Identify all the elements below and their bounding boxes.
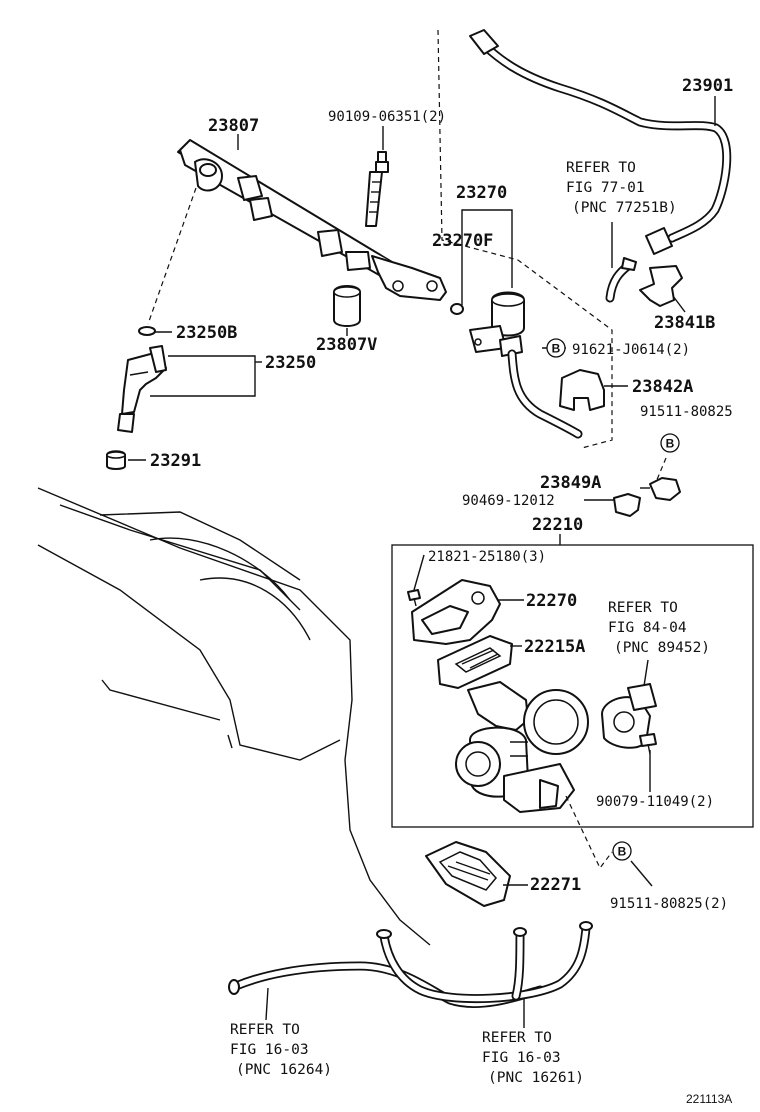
throttle-body-box bbox=[391, 544, 754, 828]
engine-outline bbox=[37, 487, 431, 946]
label-90109: 90109-06351(2) bbox=[328, 109, 446, 125]
vsv-frame bbox=[437, 29, 613, 449]
clip-90469[interactable] bbox=[613, 493, 641, 517]
screw-90079[interactable] bbox=[639, 733, 657, 755]
screw-21821[interactable] bbox=[407, 589, 421, 607]
label-23807v: 23807V bbox=[316, 335, 377, 355]
label-90079: 90079-11049(2) bbox=[596, 794, 714, 810]
refer16b-line2: FIG 16-03 bbox=[482, 1050, 561, 1066]
water-hose-16261[interactable] bbox=[376, 921, 593, 1004]
throttle-body[interactable] bbox=[455, 681, 589, 813]
label-23250b: 23250B bbox=[176, 323, 237, 343]
refer84-line3: (PNC 89452) bbox=[614, 640, 710, 656]
refer77-line1: REFER TO bbox=[566, 160, 636, 176]
label-23849a: 23849A bbox=[540, 473, 601, 493]
label-23807: 23807 bbox=[208, 116, 259, 136]
marker-b-1: B bbox=[546, 338, 566, 358]
label-23270f: 23270F bbox=[432, 231, 493, 251]
label-91511b: 91511-80825(2) bbox=[610, 896, 728, 912]
dash-b2 bbox=[565, 795, 613, 870]
marker-b-2: B bbox=[660, 433, 680, 453]
gasket-22215a[interactable] bbox=[437, 635, 513, 689]
alignment-line bbox=[147, 187, 197, 325]
label-22270: 22270 bbox=[526, 591, 577, 611]
label-90469: 90469-12012 bbox=[462, 493, 555, 509]
svg-text:B: B bbox=[666, 437, 675, 451]
label-23270: 23270 bbox=[456, 183, 507, 203]
grommet-23291[interactable] bbox=[106, 450, 126, 470]
leader-b1 bbox=[655, 457, 667, 483]
fuel-hose-23901[interactable] bbox=[469, 29, 732, 255]
svg-text:B: B bbox=[618, 845, 627, 859]
o-ring-23270f[interactable] bbox=[450, 303, 464, 315]
refer16a-line1: REFER TO bbox=[230, 1022, 300, 1038]
refer16b-line1: REFER TO bbox=[482, 1030, 552, 1046]
refer77-line2: FIG 77-01 bbox=[566, 180, 645, 196]
label-22210: 22210 bbox=[532, 515, 583, 535]
clip-23841b[interactable] bbox=[639, 265, 683, 307]
refer84-line2: FIG 84-04 bbox=[608, 620, 687, 636]
leader-89452 bbox=[643, 659, 649, 687]
label-91621: 91621-J0614(2) bbox=[572, 342, 690, 358]
label-91511a: 91511-80825 bbox=[640, 404, 733, 420]
svg-text:B: B bbox=[552, 342, 561, 356]
label-23291: 23291 bbox=[150, 451, 201, 471]
leader-lines bbox=[128, 96, 716, 1028]
insulator-23807v[interactable] bbox=[333, 285, 361, 327]
bolt-90109[interactable] bbox=[365, 151, 389, 227]
label-22271: 22271 bbox=[530, 875, 581, 895]
label-22215a: 22215A bbox=[524, 637, 585, 657]
vacuum-switching-valve[interactable] bbox=[469, 291, 583, 439]
fuel-delivery-pipe[interactable] bbox=[177, 139, 447, 301]
label-23841b: 23841B bbox=[654, 313, 715, 333]
label-23250: 23250 bbox=[265, 353, 316, 373]
label-21821: 21821-25180(3) bbox=[428, 549, 546, 565]
bracket-23842a[interactable] bbox=[559, 369, 605, 411]
label-23901: 23901 bbox=[682, 76, 733, 96]
hose-stub-77251b[interactable] bbox=[605, 257, 637, 303]
marker-b-3: B bbox=[612, 841, 632, 861]
refer16a-line3: (PNC 16264) bbox=[236, 1062, 332, 1078]
diagram-id: 221113A bbox=[686, 1092, 732, 1106]
refer16b-line3: (PNC 16261) bbox=[488, 1070, 584, 1086]
clamp-23849a[interactable] bbox=[649, 477, 681, 501]
label-23842a: 23842A bbox=[632, 377, 693, 397]
refer16a-line2: FIG 16-03 bbox=[230, 1042, 309, 1058]
gasket-22271[interactable] bbox=[425, 841, 511, 907]
refer84-line1: REFER TO bbox=[608, 600, 678, 616]
refer77-line3: (PNC 77251B) bbox=[572, 200, 677, 216]
fuel-injector[interactable] bbox=[117, 345, 167, 433]
o-ring-23250b[interactable] bbox=[138, 326, 156, 336]
throttle-position-sensor[interactable] bbox=[601, 683, 657, 749]
isc-valve-22270[interactable] bbox=[411, 579, 501, 645]
